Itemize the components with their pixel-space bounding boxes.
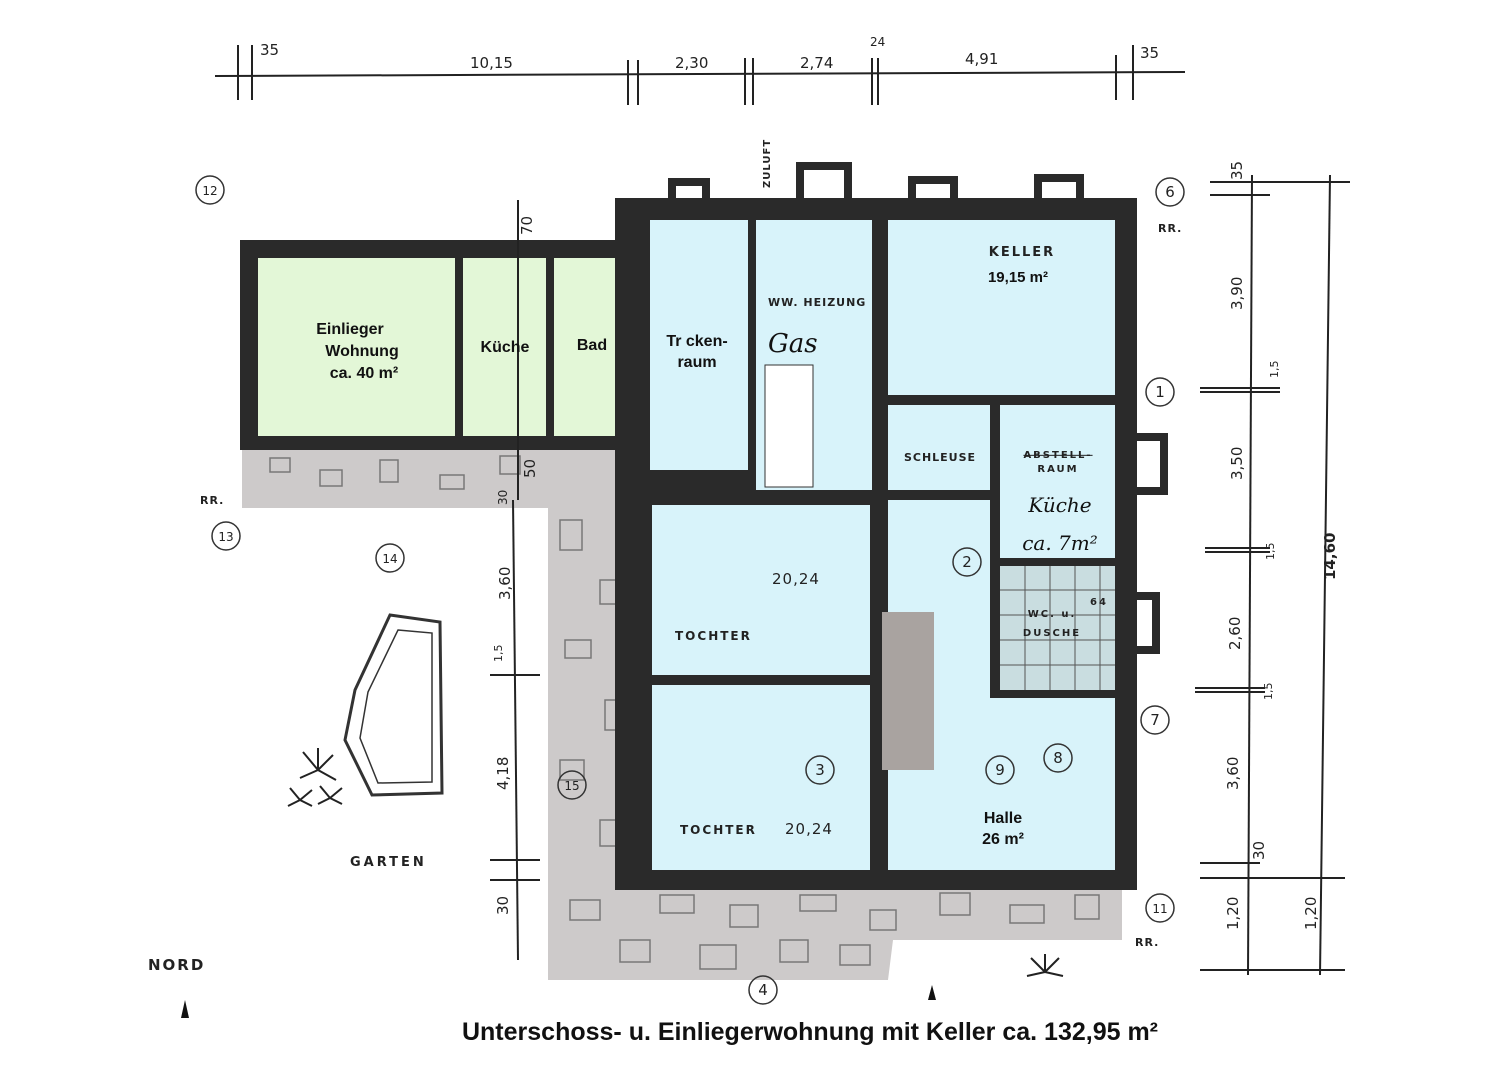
label-abstellraum-1: ABSTELL- (1023, 450, 1092, 461)
label-zuluft: ZULUFT (762, 139, 773, 188)
room-abstellraum (1000, 405, 1115, 558)
dim-text: 24 (870, 35, 885, 49)
dim-text: 2,74 (800, 54, 833, 72)
room-labels: Einlieger Wohnung ca. 40 m² Küche Bad Tr… (316, 245, 1108, 848)
marker: 14 (382, 552, 397, 566)
main-building (615, 162, 1168, 890)
dimension-lines (214, 45, 1350, 976)
dim-text: 2,60 (1226, 617, 1244, 650)
label-wc-code: 64 (1090, 597, 1108, 608)
label-halle-area: 26 m² (982, 831, 1024, 848)
label-rr: RR. (200, 494, 224, 507)
dim-text: 70 (518, 216, 536, 235)
dim-text: 1,5 (1268, 361, 1281, 379)
dim-text: 1,20 (1302, 897, 1320, 930)
label-bad: Bad (577, 337, 607, 354)
dim-text: 10,15 (470, 54, 513, 72)
label-keller-area: 19,15 m² (988, 269, 1048, 286)
label-tochter-1-area: 20,24 (772, 570, 820, 588)
dim-text: 14,60 (1321, 533, 1339, 580)
dim-text: 35 (260, 41, 279, 59)
label-gas: Gas (768, 329, 818, 359)
dim-text: 4,18 (494, 757, 512, 790)
marker: 6 (1165, 183, 1175, 201)
marker: 4 (758, 981, 768, 999)
marker: 12 (202, 184, 217, 198)
dim-text: 30 (494, 896, 512, 915)
room-halle (888, 500, 1115, 870)
plan-caption: Unterschoss- u. Einliegerwohnung mit Kel… (461, 1018, 1159, 1046)
marker: 13 (218, 530, 233, 544)
dim-text: 3,50 (1228, 447, 1246, 480)
room-einlieger-wohnung (258, 258, 455, 436)
annotations: ZULUFT GARTEN NORD RR. RR. RR. (148, 139, 1182, 1018)
dim-text: 1,20 (1224, 897, 1242, 930)
label-tochter-2-area: 20,24 (785, 820, 833, 838)
marker: 3 (815, 761, 825, 779)
einlieger-apartment (240, 240, 645, 450)
label-trockenraum-1: Tr cken- (666, 333, 727, 350)
chimney (764, 364, 814, 488)
plant-icon (287, 748, 1064, 977)
top-dimensions: 35 10,15 2,30 2,74 24 4,91 35 (260, 35, 1159, 72)
marker: 9 (995, 761, 1005, 779)
dim-text: 3,60 (496, 567, 514, 600)
label-kueche-2-area: ca. 7m² (1022, 531, 1098, 555)
stairs (882, 612, 934, 770)
room-kueche (463, 258, 546, 436)
marker: 11 (1152, 902, 1167, 916)
dim-text: 3,60 (1224, 757, 1242, 790)
label-halle: Halle (984, 810, 1022, 827)
label-rr: RR. (1135, 936, 1159, 949)
dim-text: 30 (496, 490, 510, 505)
marker: 15 (564, 779, 579, 793)
label-abstellraum-2: RAUM (1037, 464, 1078, 475)
marker: 7 (1150, 711, 1160, 729)
dim-text: 3,90 (1228, 277, 1246, 310)
label-tochter-2: TOCHTER (680, 823, 757, 837)
dim-text: 50 (521, 459, 539, 478)
room-tochter-2 (652, 685, 870, 870)
label-garten: GARTEN (350, 855, 427, 870)
label-rr: RR. (1158, 222, 1182, 235)
dim-text: 1,5 (1264, 543, 1277, 561)
marker: 2 (962, 553, 972, 571)
label-schleuse: SCHLEUSE (904, 451, 976, 464)
room-trockenraum (650, 220, 748, 470)
label-tochter-1: TOCHTER (675, 629, 752, 643)
dim-text: 35 (1140, 44, 1159, 62)
markers (195, 175, 1185, 1005)
room-keller (888, 220, 1115, 395)
label-kueche: Küche (481, 339, 530, 356)
room-schleuse (888, 405, 990, 490)
north-arrow-icon (181, 1000, 189, 1018)
room-tochter-1 (652, 505, 870, 675)
label-wc-2: DUSCHE (1023, 628, 1081, 639)
dim-text: 30 (1250, 841, 1268, 860)
dim-text: 1,5 (492, 645, 505, 663)
label-nord: NORD (148, 956, 205, 974)
label-einlieger: Einlieger (316, 321, 384, 338)
label-trockenraum-2: raum (677, 354, 716, 371)
dim-text: 4,91 (965, 50, 998, 68)
label-keller: KELLER (989, 245, 1055, 260)
marker: 8 (1053, 749, 1063, 767)
label-kueche-2: Küche (1027, 493, 1091, 517)
left-dimensions: 70 50 30 3,60 1,5 4,18 30 (492, 216, 539, 915)
garden-pool (343, 613, 444, 797)
label-einlieger-area: ca. 40 m² (330, 365, 398, 382)
room-wc (1000, 566, 1115, 690)
marker-labels: 12 6 1 2 13 14 7 8 9 3 15 11 4 (202, 183, 1174, 999)
dim-text: 2,30 (675, 54, 708, 72)
dim-text: 35 (1228, 161, 1246, 180)
arrow-icon (928, 985, 936, 1000)
right-dimensions: 35 3,90 1,5 3,50 1,5 2,60 1,5 3,60 30 1,… (1224, 161, 1339, 930)
label-heizung: WW. HEIZUNG (768, 296, 866, 309)
dim-text: 1,5 (1262, 683, 1275, 701)
marker: 1 (1155, 383, 1165, 401)
label-wc-1: WC. u. (1028, 609, 1077, 620)
label-wohnung: Wohnung (325, 343, 398, 360)
